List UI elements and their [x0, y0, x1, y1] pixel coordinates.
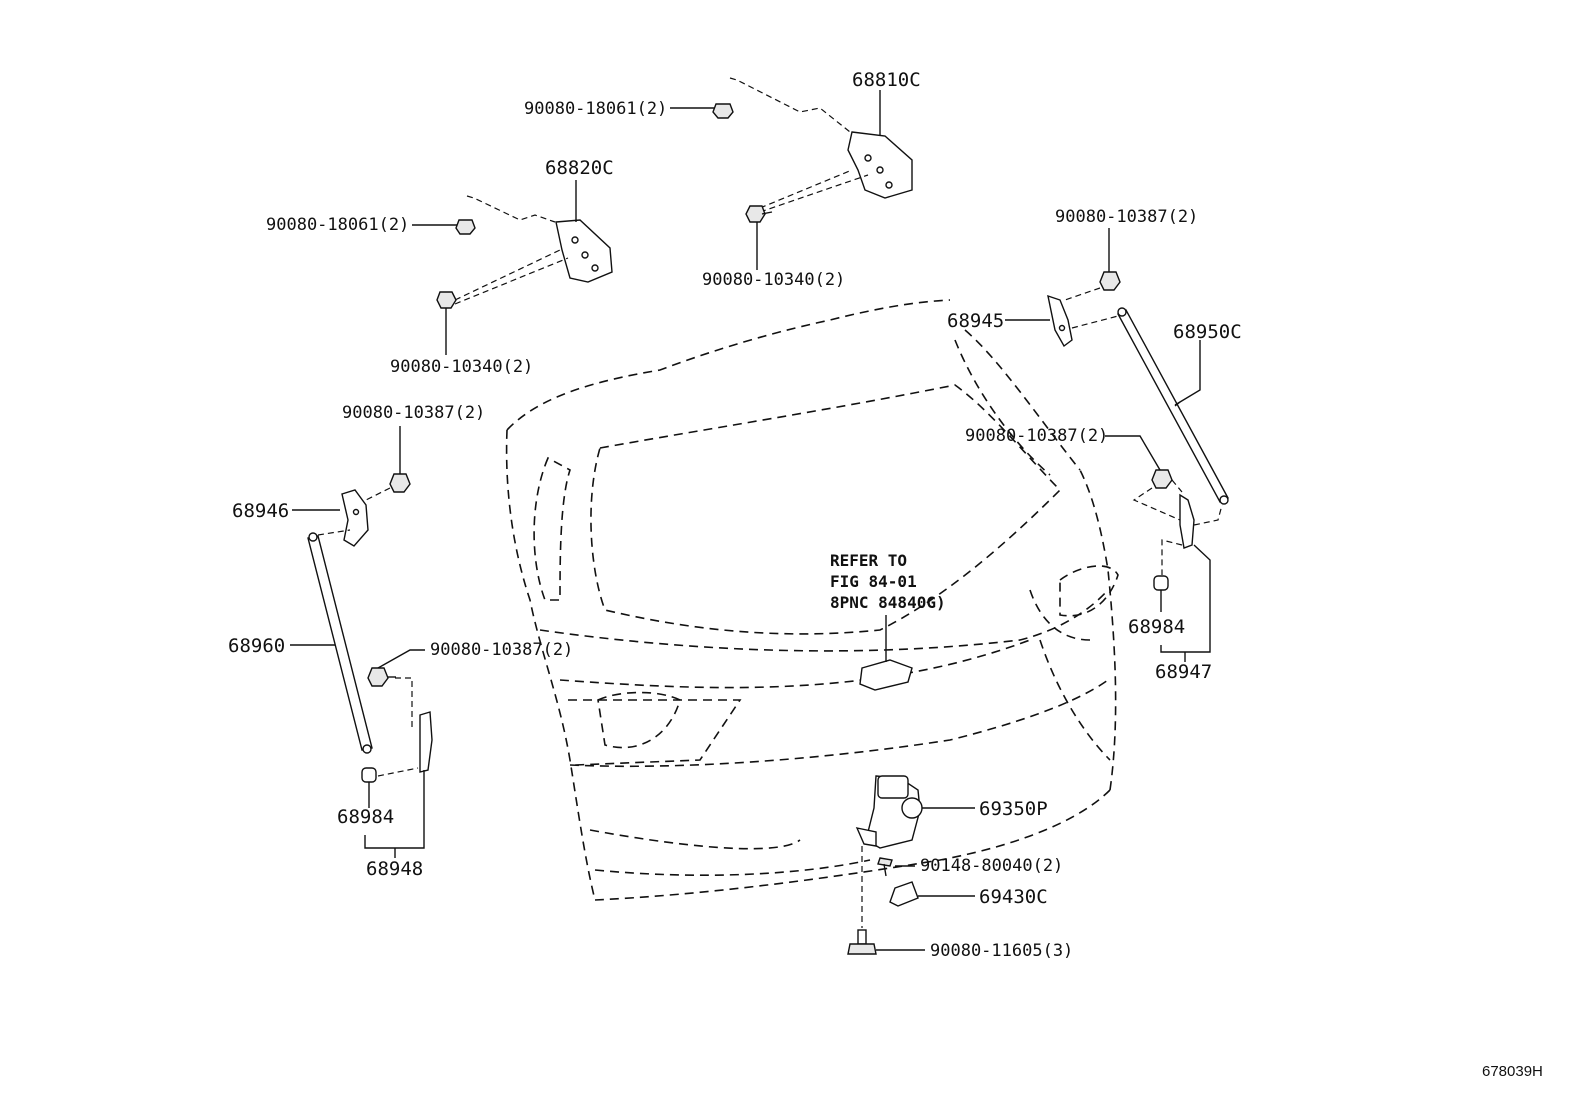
strut-68950C: [1117, 307, 1229, 505]
back-door-outline: [505, 299, 1119, 901]
label-69430C: 69430C: [979, 886, 1048, 908]
label-90080-10387-right-mid: 90080-10387(2): [965, 426, 1108, 446]
label-90080-18061-top: 90080-18061(2): [524, 99, 667, 119]
reference-note-line-2: FIG 84-01: [830, 572, 917, 591]
label-68946: 68946: [232, 500, 289, 522]
reference-note-line-1: REFER TO: [830, 551, 907, 570]
label-68810C: 68810C: [852, 69, 921, 91]
strut-68960: [290, 532, 373, 754]
hinge-68810C: [729, 77, 913, 213]
label-68948: 68948: [366, 858, 423, 880]
label-90080-18061-left: 90080-18061(2): [266, 215, 409, 235]
label-90080-11605: 90080-11605(3): [930, 941, 1073, 961]
label-68984-right: 68984: [1128, 616, 1185, 638]
nut-90080-18061-top: [670, 103, 734, 119]
label-90080-10340-top: 90080-10340(2): [702, 270, 845, 290]
label-68984-left: 68984: [337, 806, 394, 828]
switch-84840G: [859, 615, 913, 691]
label-90080-10340-left: 90080-10340(2): [390, 357, 533, 377]
bolt-90080-11605: [847, 846, 925, 955]
bolt-90080-10340-left: [436, 291, 457, 355]
bracket-68947-leader: [1160, 544, 1211, 662]
label-68960: 68960: [228, 635, 285, 657]
bump-stop-68984-right: [1153, 575, 1169, 612]
label-90080-10387-left-top: 90080-10387(2): [342, 403, 485, 423]
bracket-68945: [1005, 294, 1119, 348]
label-90080-10387-left-mid: 90080-10387(2): [430, 640, 573, 660]
label-90148-80040: 90148-80040(2): [920, 856, 1063, 876]
bracket-68946: [292, 489, 369, 547]
lock-69350P: [855, 775, 975, 849]
label-68820C: 68820C: [545, 157, 614, 179]
label-90080-10387-right-top: 90080-10387(2): [1055, 207, 1198, 227]
label-69350P: 69350P: [979, 798, 1048, 820]
bracket-68948-leader: [364, 770, 425, 858]
cover-69430C: [889, 881, 975, 907]
bolt-90080-10340-top: [745, 205, 773, 270]
bracket-68947-right: [1161, 493, 1223, 575]
screw-90148-80040: [877, 857, 915, 877]
bolt-90080-10387-left-top: [361, 426, 411, 503]
label-68947: 68947: [1155, 661, 1212, 683]
hinge-68820C: [454, 180, 613, 305]
bolt-90080-10387-left-mid: [367, 649, 425, 730]
label-68945: 68945: [947, 310, 1004, 332]
bump-stop-68984-left: [361, 767, 377, 808]
bolt-90080-10387-right-top: [1064, 228, 1121, 301]
reference-note-line-3: 8PNC 84840G): [830, 593, 946, 612]
nut-90080-18061-left: [412, 219, 476, 235]
bolt-90080-10387-right-mid: [1105, 435, 1183, 521]
bracket-68948-left: [377, 711, 433, 777]
label-68950C: 68950C: [1173, 321, 1242, 343]
figure-id: 678039H: [1482, 1063, 1543, 1080]
